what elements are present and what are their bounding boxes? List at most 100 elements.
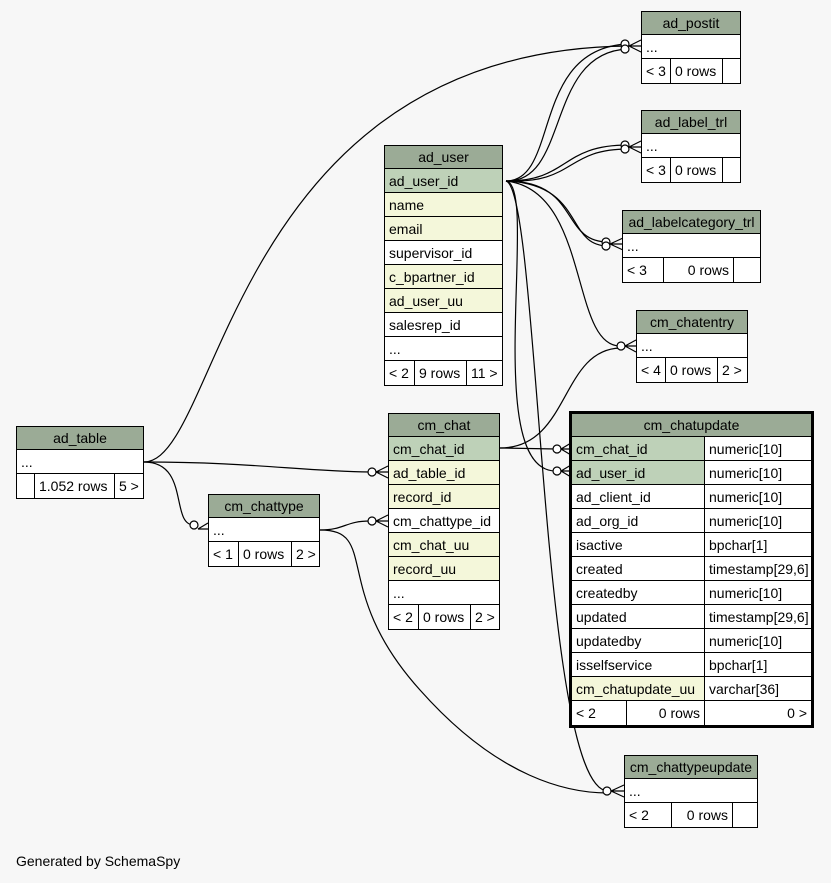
rel-ad_table-cm_chat [143,461,371,473]
column-ad_table_id: ad_table_id [393,465,466,481]
children-count: 2 > [717,358,747,382]
table-cm_chatupdate[interactable]: cm_chatupdate cm_chat_id numeric[10] ad_u… [569,411,814,728]
table-ad_labelcategory_trl[interactable]: ad_labelcategory_trl ... < 3 0 rows [622,210,761,283]
column-type: numeric[10] [704,485,811,508]
column-cm_chat_id: cm_chat_id [576,441,648,457]
row-count: 1.052 rows [34,474,114,498]
row-count: 0 rows [238,542,291,566]
row-count: 0 rows [626,701,704,725]
parents-count: < 3 [627,262,647,278]
column-cm_chattype_id: cm_chattype_id [393,513,492,529]
column-ellipsis: ... [629,783,641,799]
rel-ad_user-cm_chatupdate [505,180,557,472]
parents-count: < 2 [393,609,413,625]
parents-count: < 4 [641,362,661,378]
column-cm_chat_uu: cm_chat_uu [393,537,470,553]
column-ad_client_id: ad_client_id [576,489,651,505]
children-count: 2 > [470,605,499,629]
column-ellipsis: ... [627,238,639,254]
row-count: 0 rows [670,59,722,83]
rel-ad_table-cm_chattype [143,461,195,526]
column-type: numeric[10] [704,509,811,532]
column-isselfservice: isselfservice [576,657,653,673]
rel-ad_user-ad_label_trl-2 [505,148,629,182]
table-cm_chattype[interactable]: cm_chattype ... < 1 0 rows 2 > [208,494,320,567]
column-type: varchar[36] [704,677,811,700]
table-title: cm_chattypeupdate [625,756,757,779]
column-type: bpchar[1] [704,653,811,676]
row-count: 0 rows [665,358,717,382]
children-count: 0 > [704,701,811,725]
column-type: numeric[10] [704,437,811,460]
column-type: numeric[10] [704,461,811,484]
rel-ad_user-cm_chattypeupdate [505,180,609,792]
parents-count: < 3 [646,162,666,178]
column-email: email [389,221,423,237]
table-title: cm_chat [389,414,499,437]
table-title: ad_labelcategory_trl [623,211,760,234]
column-ad_org_id: ad_org_id [576,513,639,529]
column-createdby: createdby [576,585,638,601]
column-ellipsis: ... [213,522,225,538]
rel-ad_user-ad_labelcategory_trl-2 [505,180,609,247]
parents-count: < 1 [213,546,233,562]
column-c_bpartner_id: c_bpartner_id [389,269,475,285]
table-ad_label_trl[interactable]: ad_label_trl ... < 3 0 rows [641,110,741,183]
column-updated: updated [576,609,627,625]
column-ellipsis: ... [389,341,401,357]
column-ellipsis: ... [21,454,33,470]
children-count: 2 > [291,542,319,566]
column-type: bpchar[1] [704,533,811,556]
column-ad_user_uu: ad_user_uu [389,293,463,309]
row-count: 0 rows [663,258,733,282]
row-count: 0 rows [670,158,722,182]
column-ellipsis: ... [641,338,653,354]
children-count [722,158,740,182]
table-title: ad_postit [642,12,740,35]
parents-count: < 2 [629,807,649,823]
column-type: numeric[10] [704,629,811,652]
table-cm_chattypeupdate[interactable]: cm_chattypeupdate ... < 2 0 rows [624,755,758,828]
row-count: 0 rows [671,803,732,827]
table-title: cm_chatupdate [572,414,811,437]
table-title: ad_user [385,146,502,169]
column-cm_chat_id: cm_chat_id [393,441,465,457]
table-title: ad_label_trl [642,111,740,134]
rel-ad_user-ad_postit-1 [505,43,629,182]
rel-ad_user-cm_chatentry [505,180,621,347]
parents-count [17,474,34,498]
column-ad_user_id: ad_user_id [389,173,459,189]
rel-ad_user-ad_label_trl-1 [505,144,629,182]
table-ad_user[interactable]: ad_user ad_user_id name email supervisor… [384,145,503,386]
children-count: 11 > [466,361,502,385]
table-cm_chatentry[interactable]: cm_chatentry ... < 4 0 rows 2 > [636,310,748,383]
children-count [732,803,757,827]
parents-count: < 3 [646,63,666,79]
column-salesrep_id: salesrep_id [389,317,461,333]
children-count [722,59,740,83]
column-record_id: record_id [393,489,452,505]
table-ad_postit[interactable]: ad_postit ... < 3 0 rows [641,11,741,84]
rel-cm_chat-cm_chatentry [499,347,621,449]
rel-cm_chat-cm_chatupdate [499,447,557,450]
column-ad_user_id: ad_user_id [576,465,646,481]
column-type: timestamp[29,6] [704,557,811,580]
column-type: numeric[10] [704,581,811,604]
column-ellipsis: ... [393,585,405,601]
column-isactive: isactive [576,537,623,553]
table-ad_table[interactable]: ad_table ... 1.052 rows 5 > [16,426,144,499]
table-cm_chat[interactable]: cm_chat cm_chat_id ad_table_id record_id… [388,413,500,630]
rel-ad_user-ad_postit-2 [505,48,629,182]
column-updatedby: updatedby [576,633,642,649]
column-ellipsis: ... [646,39,658,55]
parents-count: < 2 [576,705,596,721]
column-record_uu: record_uu [393,561,457,577]
column-ellipsis: ... [646,138,658,154]
column-type: timestamp[29,6] [704,605,811,628]
column-name: name [389,197,425,213]
column-created: created [576,561,623,577]
table-title: ad_table [17,427,143,450]
generated-by-note: Generated by SchemaSpy [16,853,181,869]
table-title: cm_chattype [209,495,319,518]
